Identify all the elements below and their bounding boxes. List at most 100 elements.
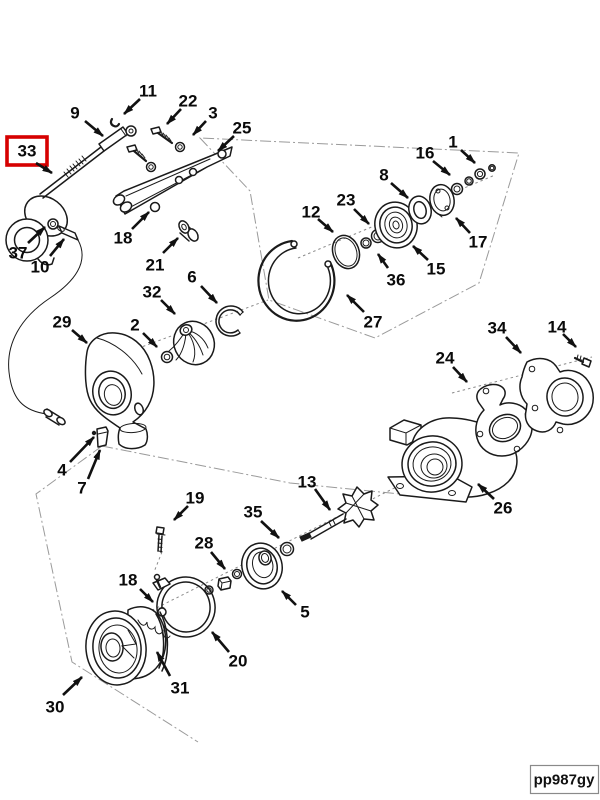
callout-number: 2	[130, 316, 139, 335]
callout-35[interactable]: 35	[244, 503, 280, 539]
callout-3[interactable]: 3	[192, 104, 218, 136]
part-heat-shield-5	[241, 542, 283, 590]
part-washer-8	[408, 195, 432, 225]
callout-1[interactable]: 1	[448, 133, 476, 164]
callout-arrow	[209, 551, 227, 570]
callout-arrow	[48, 238, 66, 257]
callout-number: 30	[46, 698, 65, 717]
callout-number: 37	[9, 244, 28, 263]
callout-number: 31	[171, 679, 190, 698]
part-nuts-3	[145, 141, 186, 173]
callout-10[interactable]: 10	[31, 238, 66, 277]
callout-number: 16	[416, 144, 435, 163]
callout-arrow	[142, 332, 158, 348]
part-turbine-housing-31	[85, 606, 171, 686]
callout-19[interactable]: 19	[173, 489, 204, 521]
part-clamp-20	[152, 573, 216, 638]
callout-6[interactable]: 6	[187, 268, 218, 304]
callout-4[interactable]: 4	[57, 436, 95, 480]
part-bolt-19	[155, 526, 166, 553]
part-pin-10	[57, 225, 79, 241]
callout-30[interactable]: 30	[46, 676, 83, 717]
callout-arrow	[353, 208, 370, 225]
callout-18[interactable]: 18	[119, 571, 154, 603]
part-gasket-24	[475, 383, 533, 457]
part-hardware-28	[204, 568, 243, 595]
callout-26[interactable]: 26	[477, 483, 512, 518]
callout-arrow	[376, 253, 390, 269]
callout-arrow	[69, 436, 95, 463]
callout-arrow	[505, 336, 522, 354]
callout-33[interactable]: 33	[5, 135, 53, 175]
callout-arrow	[455, 217, 471, 234]
callout-11[interactable]: 11	[123, 82, 157, 115]
part-nut-1	[474, 164, 496, 180]
callout-31[interactable]: 31	[155, 651, 190, 698]
callout-12[interactable]: 12	[302, 203, 334, 233]
part-retaining-ring-6	[215, 305, 244, 337]
callout-number: 12	[302, 203, 321, 222]
part-ring-35	[279, 541, 295, 557]
callout-20[interactable]: 20	[211, 631, 248, 671]
callout-number: 4	[57, 461, 67, 480]
part-clip-7	[91, 426, 109, 448]
part-nut-37	[47, 218, 59, 230]
callout-number: 20	[229, 652, 248, 671]
callout-14[interactable]: 14	[548, 318, 577, 348]
callout-number: 33	[18, 142, 37, 161]
callout-8[interactable]: 8	[379, 166, 409, 199]
part-nut-2	[160, 350, 174, 364]
callout-arrow	[84, 120, 104, 137]
callout-arrow	[390, 182, 409, 199]
callout-34[interactable]: 34	[488, 319, 522, 354]
part-bracket-25	[112, 146, 233, 215]
callout-7[interactable]: 7	[77, 449, 102, 498]
callout-number: 29	[53, 313, 72, 332]
callout-25[interactable]: 25	[217, 119, 252, 152]
callout-2[interactable]: 2	[130, 316, 158, 348]
callout-29[interactable]: 29	[53, 313, 88, 344]
callout-21[interactable]: 21	[146, 237, 179, 275]
callout-number: 13	[298, 473, 317, 492]
callout-23[interactable]: 23	[337, 191, 370, 225]
callout-arrow	[131, 211, 150, 230]
callout-arrow	[35, 161, 53, 175]
callout-number: 6	[187, 268, 196, 287]
callout-number: 5	[300, 603, 309, 622]
callout-37[interactable]: 37	[9, 226, 46, 263]
part-ball-18	[149, 201, 161, 213]
callout-9[interactable]: 9	[70, 104, 104, 137]
callout-arrow	[317, 218, 334, 233]
callout-15[interactable]: 15	[412, 245, 445, 279]
callout-arrow	[260, 520, 280, 539]
callout-28[interactable]: 28	[195, 534, 227, 570]
part-rod-end-9	[98, 125, 137, 152]
callout-36[interactable]: 36	[376, 253, 405, 290]
callout-18[interactable]: 18	[114, 211, 150, 248]
callout-arrow	[192, 120, 207, 136]
callout-arrow	[281, 590, 297, 606]
callout-number: 23	[337, 191, 356, 210]
callout-24[interactable]: 24	[436, 349, 468, 383]
callout-13[interactable]: 13	[298, 473, 332, 511]
callout-number: 32	[143, 283, 162, 302]
callout-32[interactable]: 32	[143, 283, 176, 315]
part-thrust-bearing-15	[374, 201, 418, 249]
part-oring-12	[331, 234, 361, 270]
callout-arrow	[173, 505, 189, 521]
callout-number: 35	[244, 503, 263, 522]
callout-16[interactable]: 16	[416, 144, 451, 177]
callout-arrow	[27, 226, 46, 244]
part-nut-16	[450, 182, 464, 196]
callout-number: 9	[70, 104, 79, 123]
part-snap-ring-27	[257, 239, 336, 322]
highlight-box	[5, 135, 49, 167]
part-washer-small	[464, 176, 474, 186]
callout-5[interactable]: 5	[281, 590, 310, 622]
callout-arrow	[460, 149, 476, 164]
callout-17[interactable]: 17	[455, 217, 487, 252]
callout-22[interactable]: 22	[166, 92, 197, 125]
callout-27[interactable]: 27	[346, 294, 382, 332]
callout-number: 25	[233, 119, 252, 138]
